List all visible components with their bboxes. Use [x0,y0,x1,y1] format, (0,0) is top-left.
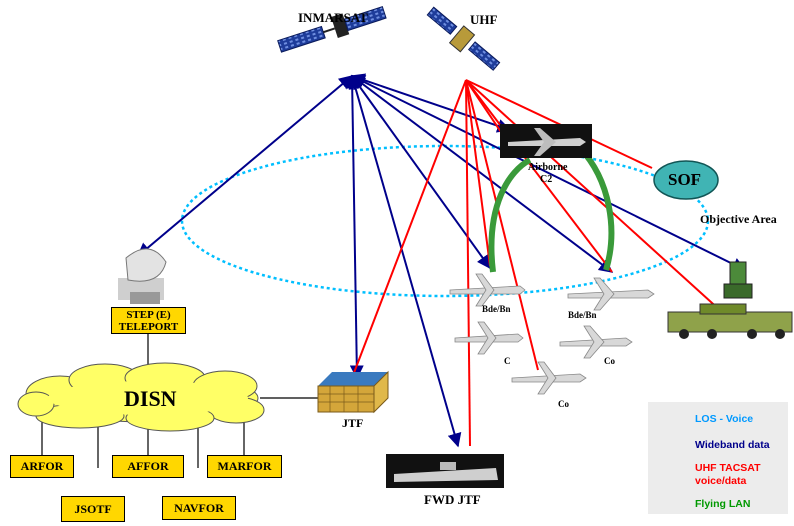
legend-uhf-tacsat-1: UHF TACSAT [695,462,761,474]
objective-area-label: Objective Area [700,212,777,226]
airborne-c2-label-2: C2 [540,174,553,185]
los-voice-ellipse [180,144,710,298]
legend-wideband: Wideband data [695,439,770,451]
airborne-c2-label-1: Airborne [528,162,568,173]
legend-los-voice: LOS - Voice [695,413,754,425]
sof-label[interactable]: SOF [668,170,702,189]
aircraft-icon [559,325,633,359]
fwd-jtf-label: FWD JTF [424,492,481,507]
component-box-jsotf[interactable]: JSOTF [61,496,125,522]
legend-uhf-tacsat-2: voice/data [695,475,747,487]
legend-flying-lan: Flying LAN [695,498,751,510]
aircraft-icon [511,361,587,395]
disn-label: DISN [124,386,177,411]
component-box-navfor[interactable]: NAVFOR [162,496,236,520]
vehicle-icon [667,261,793,339]
co-bottom-label: Co [558,399,569,409]
ship-icon [386,454,504,488]
aircraft-icon [567,277,655,311]
satellite-icon [426,6,501,71]
aircraft-formation [449,273,655,395]
co-left-label: C [504,356,511,366]
component-box-marfor[interactable]: MARFOR [207,455,282,478]
aircraft-icon [454,321,524,355]
step-teleport-line2: TELEPORT [118,320,179,333]
uhf-label: UHF [470,12,498,27]
step-teleport-box[interactable]: STEP (E) TELEPORT [111,307,186,334]
wideband-links [136,73,747,448]
aircraft-icon [449,273,526,307]
bde-bn-right-label: Bde/Bn [568,310,597,320]
bde-bn-left-label: Bde/Bn [482,304,511,314]
co-right-label: Co [604,356,615,366]
flying-lan-links [488,145,615,273]
inmarsat-label: INMARSAT [298,10,368,25]
sof-node[interactable] [653,160,719,200]
dish-icon [118,248,167,304]
component-box-affor[interactable]: AFFOR [112,455,184,478]
building-icon [317,370,389,414]
step-teleport-line1: STEP (E) [126,308,171,321]
aircraft-icon [500,124,592,158]
satellite-icon [277,6,387,53]
jtf-label: JTF [342,416,364,430]
component-box-arfor[interactable]: ARFOR [10,455,74,478]
legend: LOS - Voice Wideband data UHF TACSAT voi… [648,402,788,514]
